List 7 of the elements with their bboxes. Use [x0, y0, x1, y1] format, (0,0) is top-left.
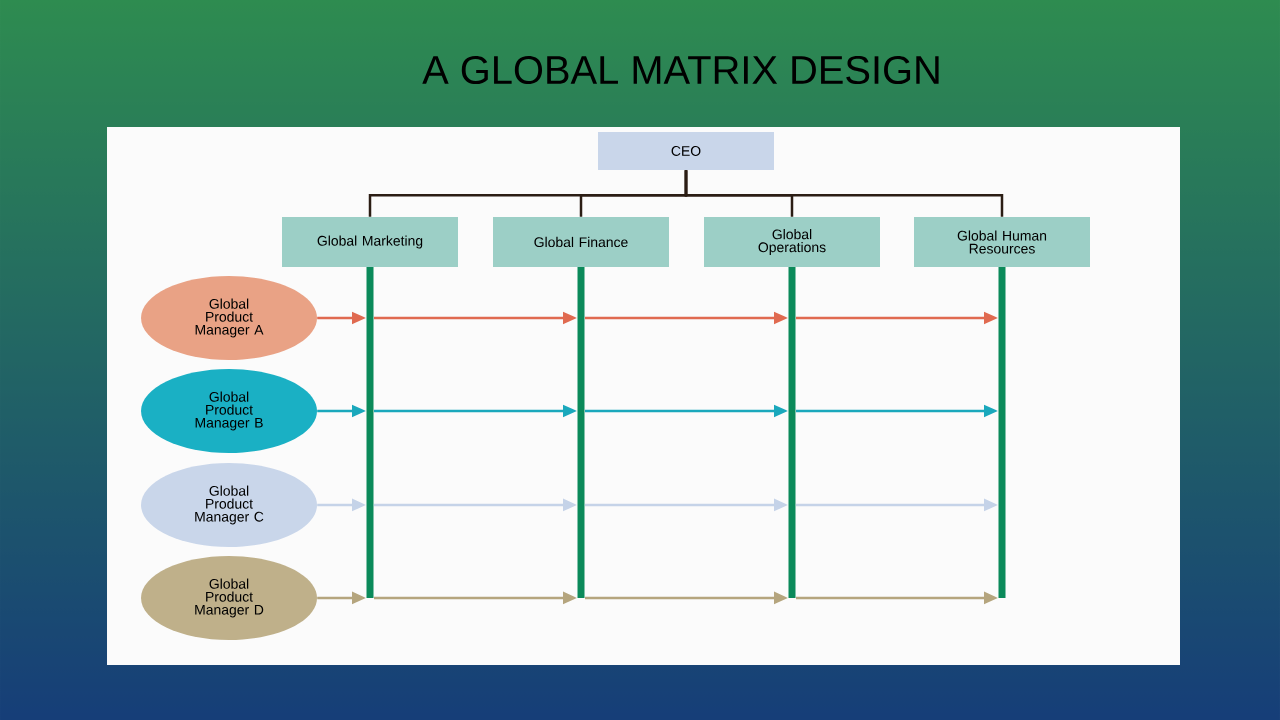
department-box: CEO: [598, 132, 774, 170]
department-box: Global Operations: [704, 217, 880, 267]
org-line: [684, 170, 1004, 217]
department-box: Global Marketing: [282, 217, 458, 267]
slide-title: A GLOBAL MATRIX DESIGN: [422, 55, 939, 85]
department-box: Global Human Resources: [914, 217, 1090, 267]
department-box: Global Finance: [493, 217, 669, 267]
